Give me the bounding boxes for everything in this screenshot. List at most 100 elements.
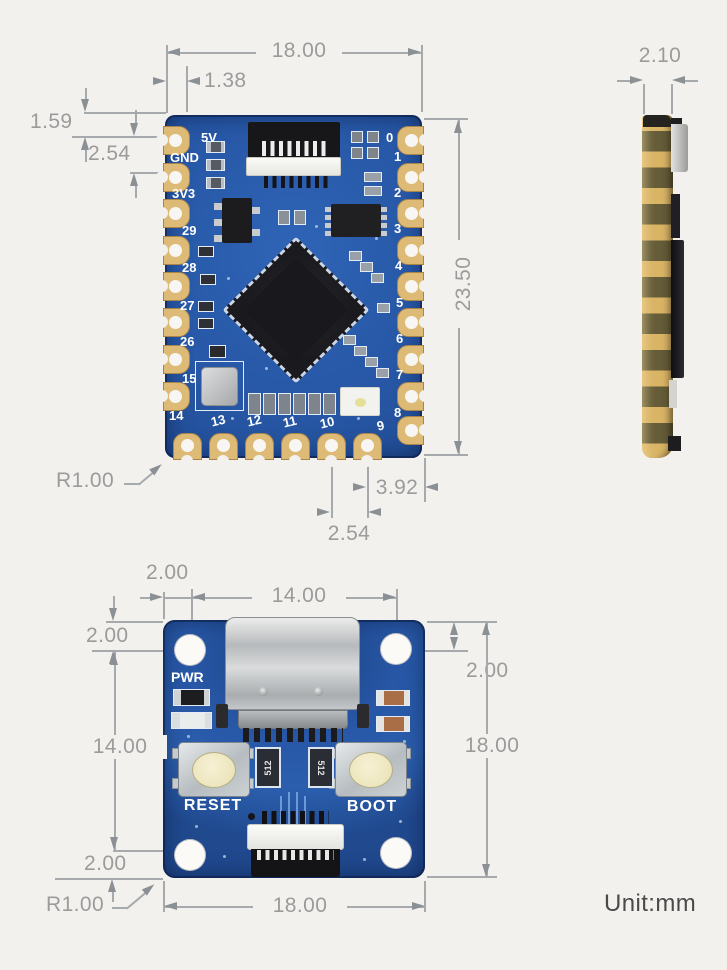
dim-label-bottom-width: 18.00	[253, 894, 347, 918]
fpc-connector-contacts	[257, 850, 334, 860]
castellated-pad	[317, 433, 346, 467]
pin-label-13: 13	[209, 411, 227, 430]
dim-stub	[617, 80, 630, 82]
dim-label-pitch-bottom: 2.54	[327, 522, 371, 545]
capacitor	[209, 345, 226, 358]
castellated-pad	[397, 382, 431, 411]
ext-line	[427, 876, 497, 878]
voltage-regulator	[222, 198, 252, 243]
ext-line	[671, 84, 673, 114]
passive-component	[198, 246, 214, 257]
dim-label-bottom-height: 18.00	[445, 734, 539, 758]
ext-line	[421, 45, 423, 112]
arrowhead	[153, 77, 166, 85]
ext-line	[643, 84, 645, 114]
pwr-label: PWR	[171, 669, 204, 685]
pin-label-3: 3	[394, 221, 402, 236]
resistor	[206, 141, 225, 153]
solder-pad	[278, 210, 290, 225]
side-fpc-profile	[671, 124, 688, 172]
ext-line	[396, 589, 398, 635]
fpc-connector-pins	[264, 176, 328, 188]
via	[399, 820, 402, 823]
regulator-leg	[251, 207, 260, 214]
flash-leg	[325, 223, 332, 228]
side-chip-profile	[671, 240, 684, 378]
resistor	[206, 177, 225, 189]
passive-component	[354, 346, 367, 356]
ext-line	[84, 112, 166, 114]
via	[357, 417, 360, 420]
arrowhead	[450, 622, 458, 635]
pin-label-10: 10	[318, 413, 336, 432]
usb-mount-tab	[216, 704, 228, 728]
pin-label-gnd: GND	[170, 150, 199, 165]
ext-line	[191, 589, 193, 635]
chip-marking: 512	[316, 759, 326, 776]
pin-label-9: 9	[375, 417, 386, 434]
fpc-connector-pins	[262, 811, 329, 825]
dim-label-hole-span-y: 14.00	[73, 735, 167, 759]
usb-c-connector	[225, 617, 360, 710]
arrowhead	[672, 76, 685, 84]
regulator-leg	[251, 229, 260, 236]
arrowhead	[450, 637, 458, 650]
reset-button	[178, 742, 250, 797]
passive-component	[360, 262, 373, 272]
ext-line	[424, 118, 468, 120]
pcb-top-view: 5V GND 3V3 29 28 27 26 15 14 13 12 11 10…	[156, 115, 431, 467]
ext-line	[424, 881, 426, 912]
solder-pad	[367, 131, 379, 143]
marked-chip: 512	[255, 747, 281, 788]
fpc-connector-latch	[247, 824, 344, 850]
solder-pad	[351, 147, 363, 159]
mounting-hole	[174, 839, 206, 871]
ext-line	[186, 66, 188, 112]
pin-label-4: 4	[395, 258, 403, 273]
dim-stub	[112, 892, 114, 902]
ext-line	[331, 462, 333, 518]
passive-component	[377, 303, 390, 313]
solder-pad	[364, 172, 382, 182]
dim-label-radius-bottom: R1.00	[46, 893, 105, 916]
usb-c-connector-base	[238, 710, 348, 729]
castellated-pad	[397, 308, 431, 337]
dim-label-top-width: 18.00	[256, 39, 342, 63]
ext-line	[424, 458, 426, 502]
castellated-pad	[156, 345, 190, 374]
passive-component	[349, 251, 362, 261]
dim-label-hole-span-x: 14.00	[252, 584, 346, 608]
castellated-pad	[156, 199, 190, 228]
rgb-led	[340, 387, 380, 416]
leader-line	[124, 483, 139, 485]
fpc-connector-contacts	[262, 141, 326, 156]
flash-leg	[325, 215, 332, 220]
pin-label-14: 14	[169, 408, 184, 423]
side-component	[671, 118, 682, 128]
dim-stub	[135, 110, 137, 123]
dim-label-pin-inset: 1.38	[204, 69, 247, 92]
fpc-pin1-dot	[248, 813, 255, 820]
pcb-side-view	[642, 115, 673, 458]
dim-stub	[135, 186, 137, 198]
capacitor	[376, 716, 410, 732]
via	[195, 825, 198, 828]
via	[231, 417, 234, 420]
usb-mount-tab	[357, 704, 369, 728]
castellated-pad	[397, 236, 431, 265]
usb-shell-dimple	[259, 687, 268, 696]
castellated-pad	[281, 433, 310, 467]
dim-label-hole-inset-x: 2.00	[146, 561, 189, 584]
flash-leg	[380, 231, 387, 236]
castellated-pad	[156, 236, 190, 265]
boot-button-cap	[349, 751, 393, 788]
dim-label-radius-top: R1.00	[56, 469, 115, 492]
castellated-pad	[397, 345, 431, 374]
castellated-pad	[156, 308, 190, 337]
dim-label-thickness: 2.10	[638, 44, 682, 67]
solder-pad	[278, 393, 291, 415]
arrowhead	[454, 441, 462, 454]
castellated-pad	[173, 433, 202, 467]
passive-component	[198, 301, 214, 312]
rp2040-die	[243, 257, 349, 363]
